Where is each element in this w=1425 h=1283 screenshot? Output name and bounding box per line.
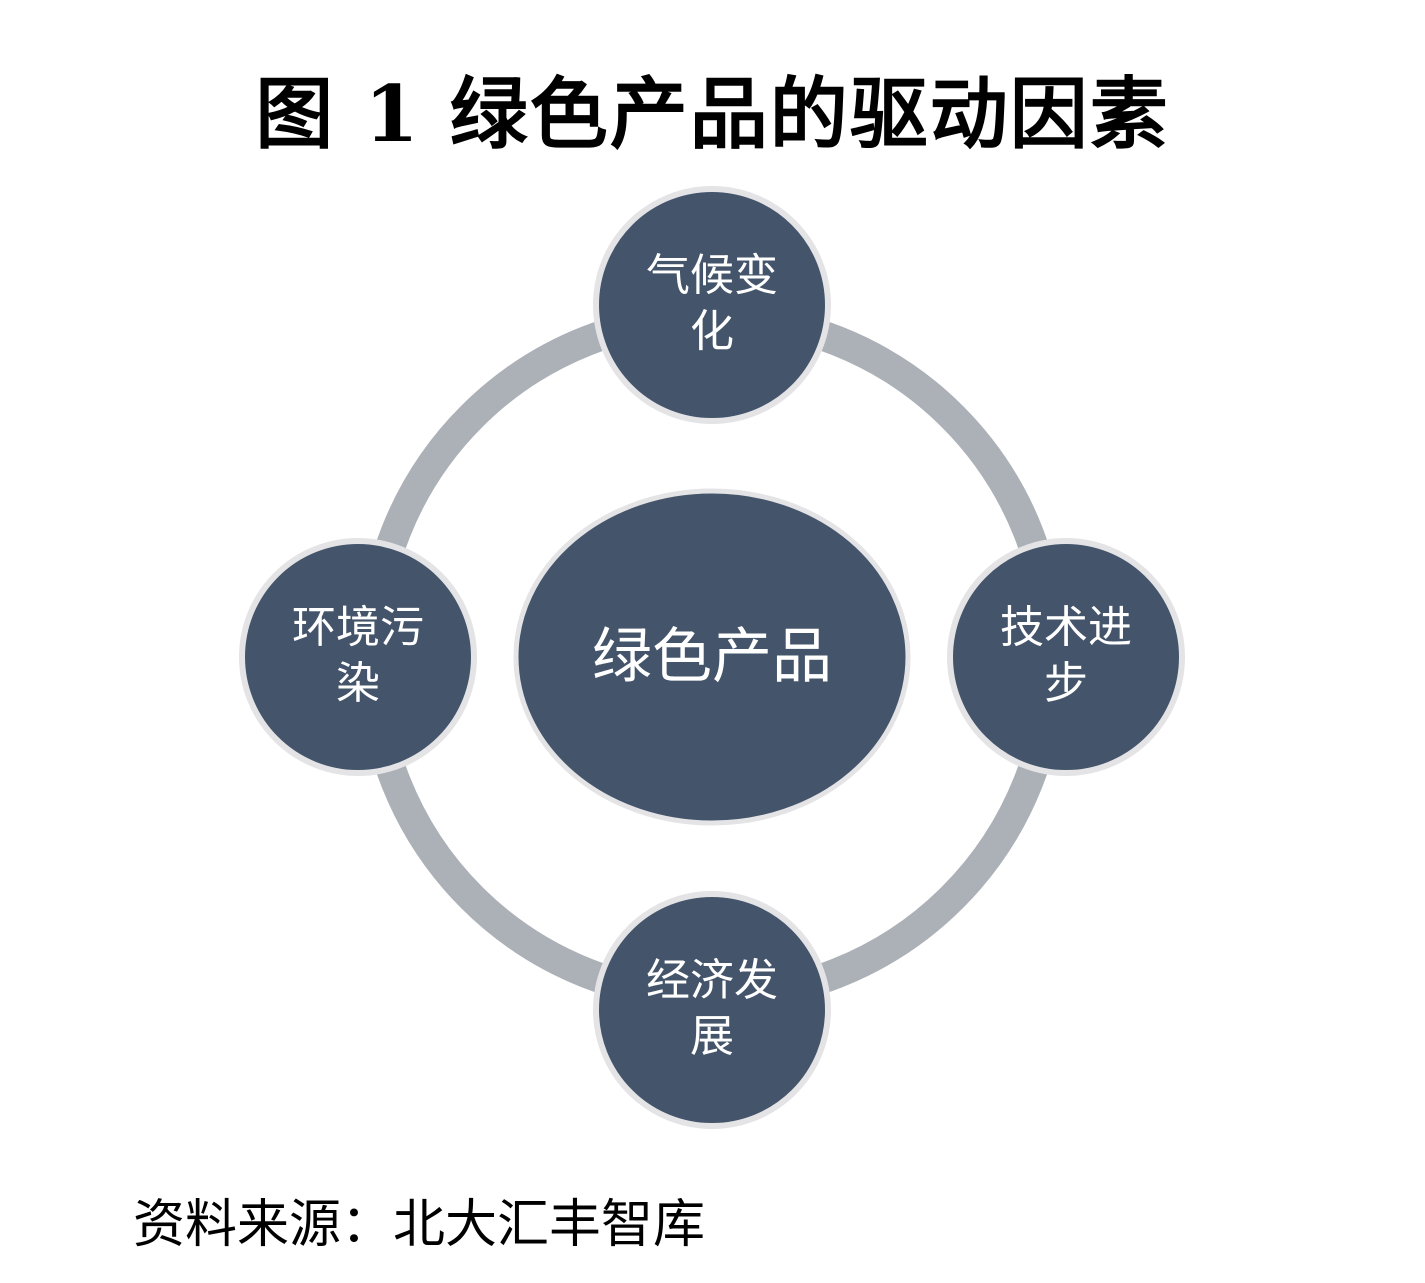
figure-title: 图 1 绿色产品的驱动因素 — [255, 69, 1170, 160]
node-left: 环境污 染 — [239, 538, 477, 776]
node-right-line2: 步 — [1044, 658, 1088, 709]
node-left-line1: 环境污 — [292, 602, 424, 653]
center-label: 绿色产品 — [592, 622, 832, 692]
center-node — [513, 488, 911, 826]
node-left-line2: 染 — [336, 658, 380, 709]
node-bottom: 经济发 展 — [593, 891, 831, 1129]
node-bottom-line2: 展 — [690, 1011, 734, 1062]
node-bottom-line1: 经济发 — [646, 955, 778, 1006]
node-right: 技术进 步 — [947, 538, 1185, 776]
node-top-line1: 气候变 — [646, 250, 778, 301]
node-top: 气候变 化 — [593, 186, 831, 424]
source-note: 资料来源：北大汇丰智库 — [133, 1195, 706, 1255]
node-top-line2: 化 — [690, 306, 734, 357]
node-right-line1: 技术进 — [1000, 602, 1132, 653]
